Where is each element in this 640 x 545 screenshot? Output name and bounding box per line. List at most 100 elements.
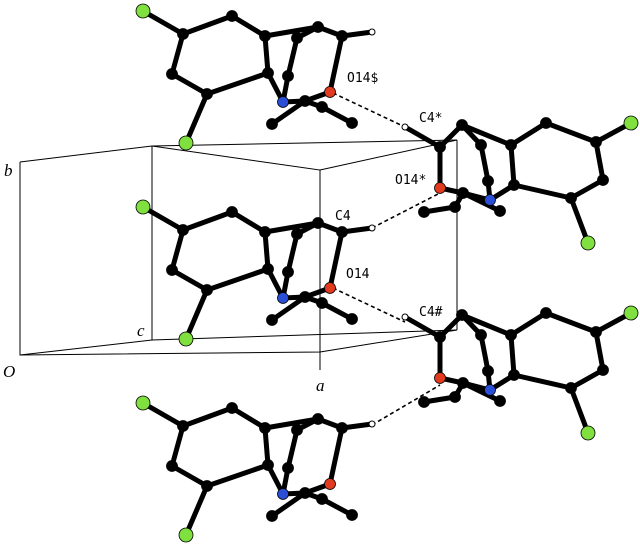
carbon-atom <box>456 119 468 131</box>
bond <box>327 229 345 291</box>
bond <box>459 122 514 148</box>
label-c4-star: C4* <box>419 111 442 126</box>
bond <box>140 8 186 37</box>
bond <box>327 33 345 95</box>
carbon-atom <box>434 331 446 343</box>
carbon-atom <box>316 101 328 113</box>
bond <box>140 400 186 429</box>
bond <box>543 120 599 145</box>
carbon-atom <box>282 70 294 82</box>
nitrogen-atom <box>277 96 289 108</box>
bond <box>511 372 574 391</box>
carbon-atom <box>312 413 324 425</box>
carbon-atom <box>312 217 324 229</box>
bond <box>183 287 210 342</box>
carbon-atom <box>590 326 602 338</box>
bond <box>269 490 308 519</box>
molecule-middle-left <box>135 199 376 347</box>
bond <box>229 13 268 39</box>
carbon-atom <box>266 510 278 522</box>
carbon-atom <box>597 364 609 376</box>
bond <box>269 294 308 323</box>
axis-label-b: b <box>4 161 13 180</box>
bond <box>285 427 300 471</box>
carbon-atom <box>449 391 461 403</box>
bond <box>508 142 517 188</box>
nitrogen-atom <box>484 384 496 396</box>
carbon-atom <box>505 139 517 151</box>
label-o14-dollar: O14$ <box>347 71 378 86</box>
carbon-atom <box>565 192 577 204</box>
bond <box>180 209 235 233</box>
carbon-atom <box>201 284 213 296</box>
bond <box>543 310 599 335</box>
carbon-atom <box>316 493 328 505</box>
bond <box>460 190 503 214</box>
carbon-atom <box>494 205 506 217</box>
bond <box>327 425 345 487</box>
carbon-atom <box>291 32 303 44</box>
bond <box>478 332 491 374</box>
axis-label-origin: O <box>3 362 15 381</box>
carbon-atom <box>291 228 303 240</box>
bond <box>204 70 271 97</box>
carbon-atom <box>166 68 178 80</box>
bond <box>568 177 606 201</box>
carbon-atom <box>336 226 348 238</box>
carbon-atom <box>282 266 294 278</box>
hydrogen-bonds <box>332 92 441 426</box>
carbon-atom <box>494 395 506 407</box>
carbon-atom <box>262 459 274 471</box>
unit-cell <box>19 139 458 370</box>
label-o14: O14 <box>346 267 370 282</box>
oxygen-atom <box>324 86 336 98</box>
carbon-atom <box>226 206 238 218</box>
bond <box>262 425 271 468</box>
carbon-atom <box>540 307 552 319</box>
carbon-atom <box>449 201 461 213</box>
carbon-atom <box>336 30 348 42</box>
hydrogen-atom <box>368 28 376 36</box>
hydrogen-atom <box>401 313 409 321</box>
carbon-atom <box>482 175 494 187</box>
carbon-atom <box>457 187 469 199</box>
bond <box>568 195 591 246</box>
oxygen-atom <box>434 372 446 384</box>
hydrogen-atom <box>368 420 376 428</box>
label-o14-star: O14* <box>395 173 426 188</box>
oxygen-atom <box>434 182 446 194</box>
carbon-atom <box>457 377 469 389</box>
bond <box>262 220 321 235</box>
chlorine-atom <box>135 3 151 19</box>
carbon-atom <box>177 28 189 40</box>
oxygen-atom <box>324 282 336 294</box>
bond <box>180 13 235 37</box>
carbon-atom <box>312 21 324 33</box>
bond <box>568 385 591 436</box>
bond <box>229 209 268 235</box>
bond <box>140 204 186 233</box>
nitrogen-atom <box>484 194 496 206</box>
hbond-mid-lower <box>332 287 406 323</box>
bond <box>568 367 606 391</box>
hydrogen-atom <box>368 224 376 232</box>
carbon-atom <box>291 424 303 436</box>
molecule-upper-right <box>401 115 639 251</box>
bond <box>169 31 186 77</box>
bond <box>460 380 503 404</box>
carbon-atom <box>456 309 468 321</box>
bond <box>169 463 210 489</box>
carbon-atom <box>508 369 520 381</box>
chlorine-atom <box>178 527 194 543</box>
hbond-mid-upper <box>371 192 441 229</box>
chlorine-atom <box>623 115 639 131</box>
axis-label-c: c <box>137 321 145 340</box>
carbon-atom <box>266 118 278 130</box>
carbon-atom <box>166 460 178 472</box>
carbon-atom <box>226 402 238 414</box>
bond <box>508 310 549 338</box>
carbon-atom <box>299 95 311 107</box>
bond <box>269 98 308 127</box>
bond <box>262 416 321 431</box>
